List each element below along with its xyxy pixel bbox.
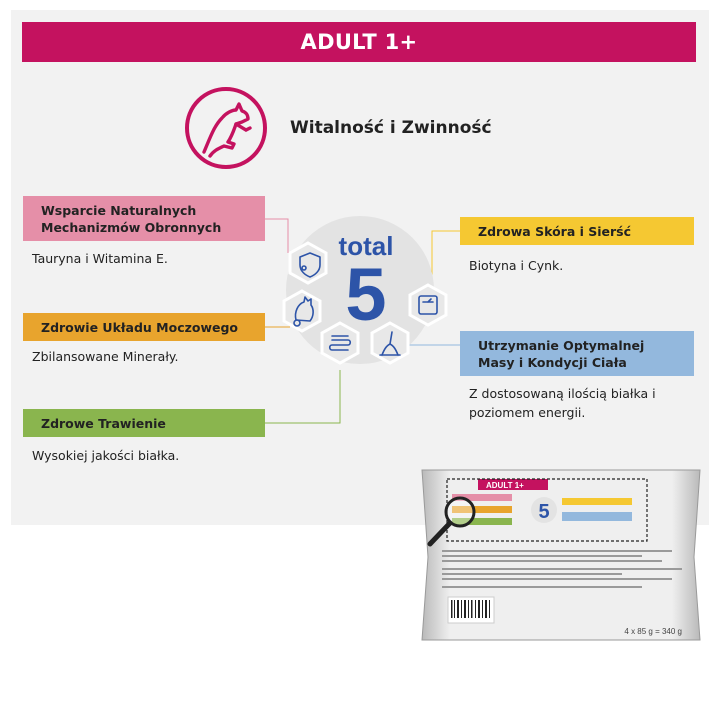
cat-stretch-icon xyxy=(185,87,267,169)
benefit-title-line: Utrzymanie Optymalnej xyxy=(478,337,645,353)
hex-digestion xyxy=(320,321,360,365)
benefit-title-line: Masy i Kondycji Ciała xyxy=(478,354,627,370)
package-badge-text: ADULT 1+ xyxy=(486,481,524,490)
hex-urinary xyxy=(282,289,322,333)
cat-urinary-icon xyxy=(293,296,314,327)
headline-title: Witalność i Zwinność xyxy=(290,118,492,138)
benefit-desc-immune: Tauryna i Witamina E. xyxy=(32,251,168,266)
age-banner: ADULT 1+ xyxy=(22,22,696,62)
connector-immune xyxy=(265,218,289,253)
connector-skin xyxy=(431,230,460,278)
banner-title: ADULT 1+ xyxy=(300,30,418,54)
product-package: ADULT 1+ 5 4 x 85 g = 340 g xyxy=(421,469,701,641)
hex-weight xyxy=(408,283,448,327)
benefit-title-line: Zdrowie Układu Moczowego xyxy=(41,319,239,335)
benefit-desc-line: poziomem energii. xyxy=(469,405,586,420)
benefit-title-line: Zdrowa Skóra i Sierść xyxy=(478,223,632,239)
center-number: 5 xyxy=(345,253,386,336)
magnifier-icon xyxy=(427,496,476,547)
intestine-icon xyxy=(328,335,352,351)
benefit-box-digestion: Zdrowe Trawienie xyxy=(23,409,265,437)
benefit-title-line: Wsparcie Naturalnych xyxy=(41,202,197,218)
hair-follicle-icon xyxy=(379,331,401,356)
center-word: total xyxy=(339,231,394,261)
benefit-box-urinary: Zdrowie Układu Moczowego xyxy=(23,313,265,341)
benefit-desc-urinary: Zbilansowane Minerały. xyxy=(32,349,179,364)
package-text-lines xyxy=(442,550,682,588)
benefit-title-line: Zdrowe Trawienie xyxy=(41,415,166,431)
shield-virus-icon xyxy=(299,252,321,278)
benefit-desc-line: Z dostosowaną ilością białka i xyxy=(469,386,656,401)
benefit-title-line: Mechanizmów Obronnych xyxy=(41,219,222,235)
benefit-box-skin: Zdrowa Skóra i Sierść xyxy=(460,217,694,245)
benefit-desc-digestion: Wysokiej jakości białka. xyxy=(32,448,180,463)
package-mini-bars xyxy=(452,494,632,525)
benefit-desc-weight: Z dostosowaną ilością białka i poziomem … xyxy=(469,384,656,422)
benefit-desc-skin: Biotyna i Cynk. xyxy=(469,258,564,273)
package-weight: 4 x 85 g = 340 g xyxy=(624,627,682,636)
svg-text:5: 5 xyxy=(538,501,549,523)
connector-digestion xyxy=(265,370,341,424)
scale-icon xyxy=(418,295,438,315)
package-badge xyxy=(478,479,548,490)
